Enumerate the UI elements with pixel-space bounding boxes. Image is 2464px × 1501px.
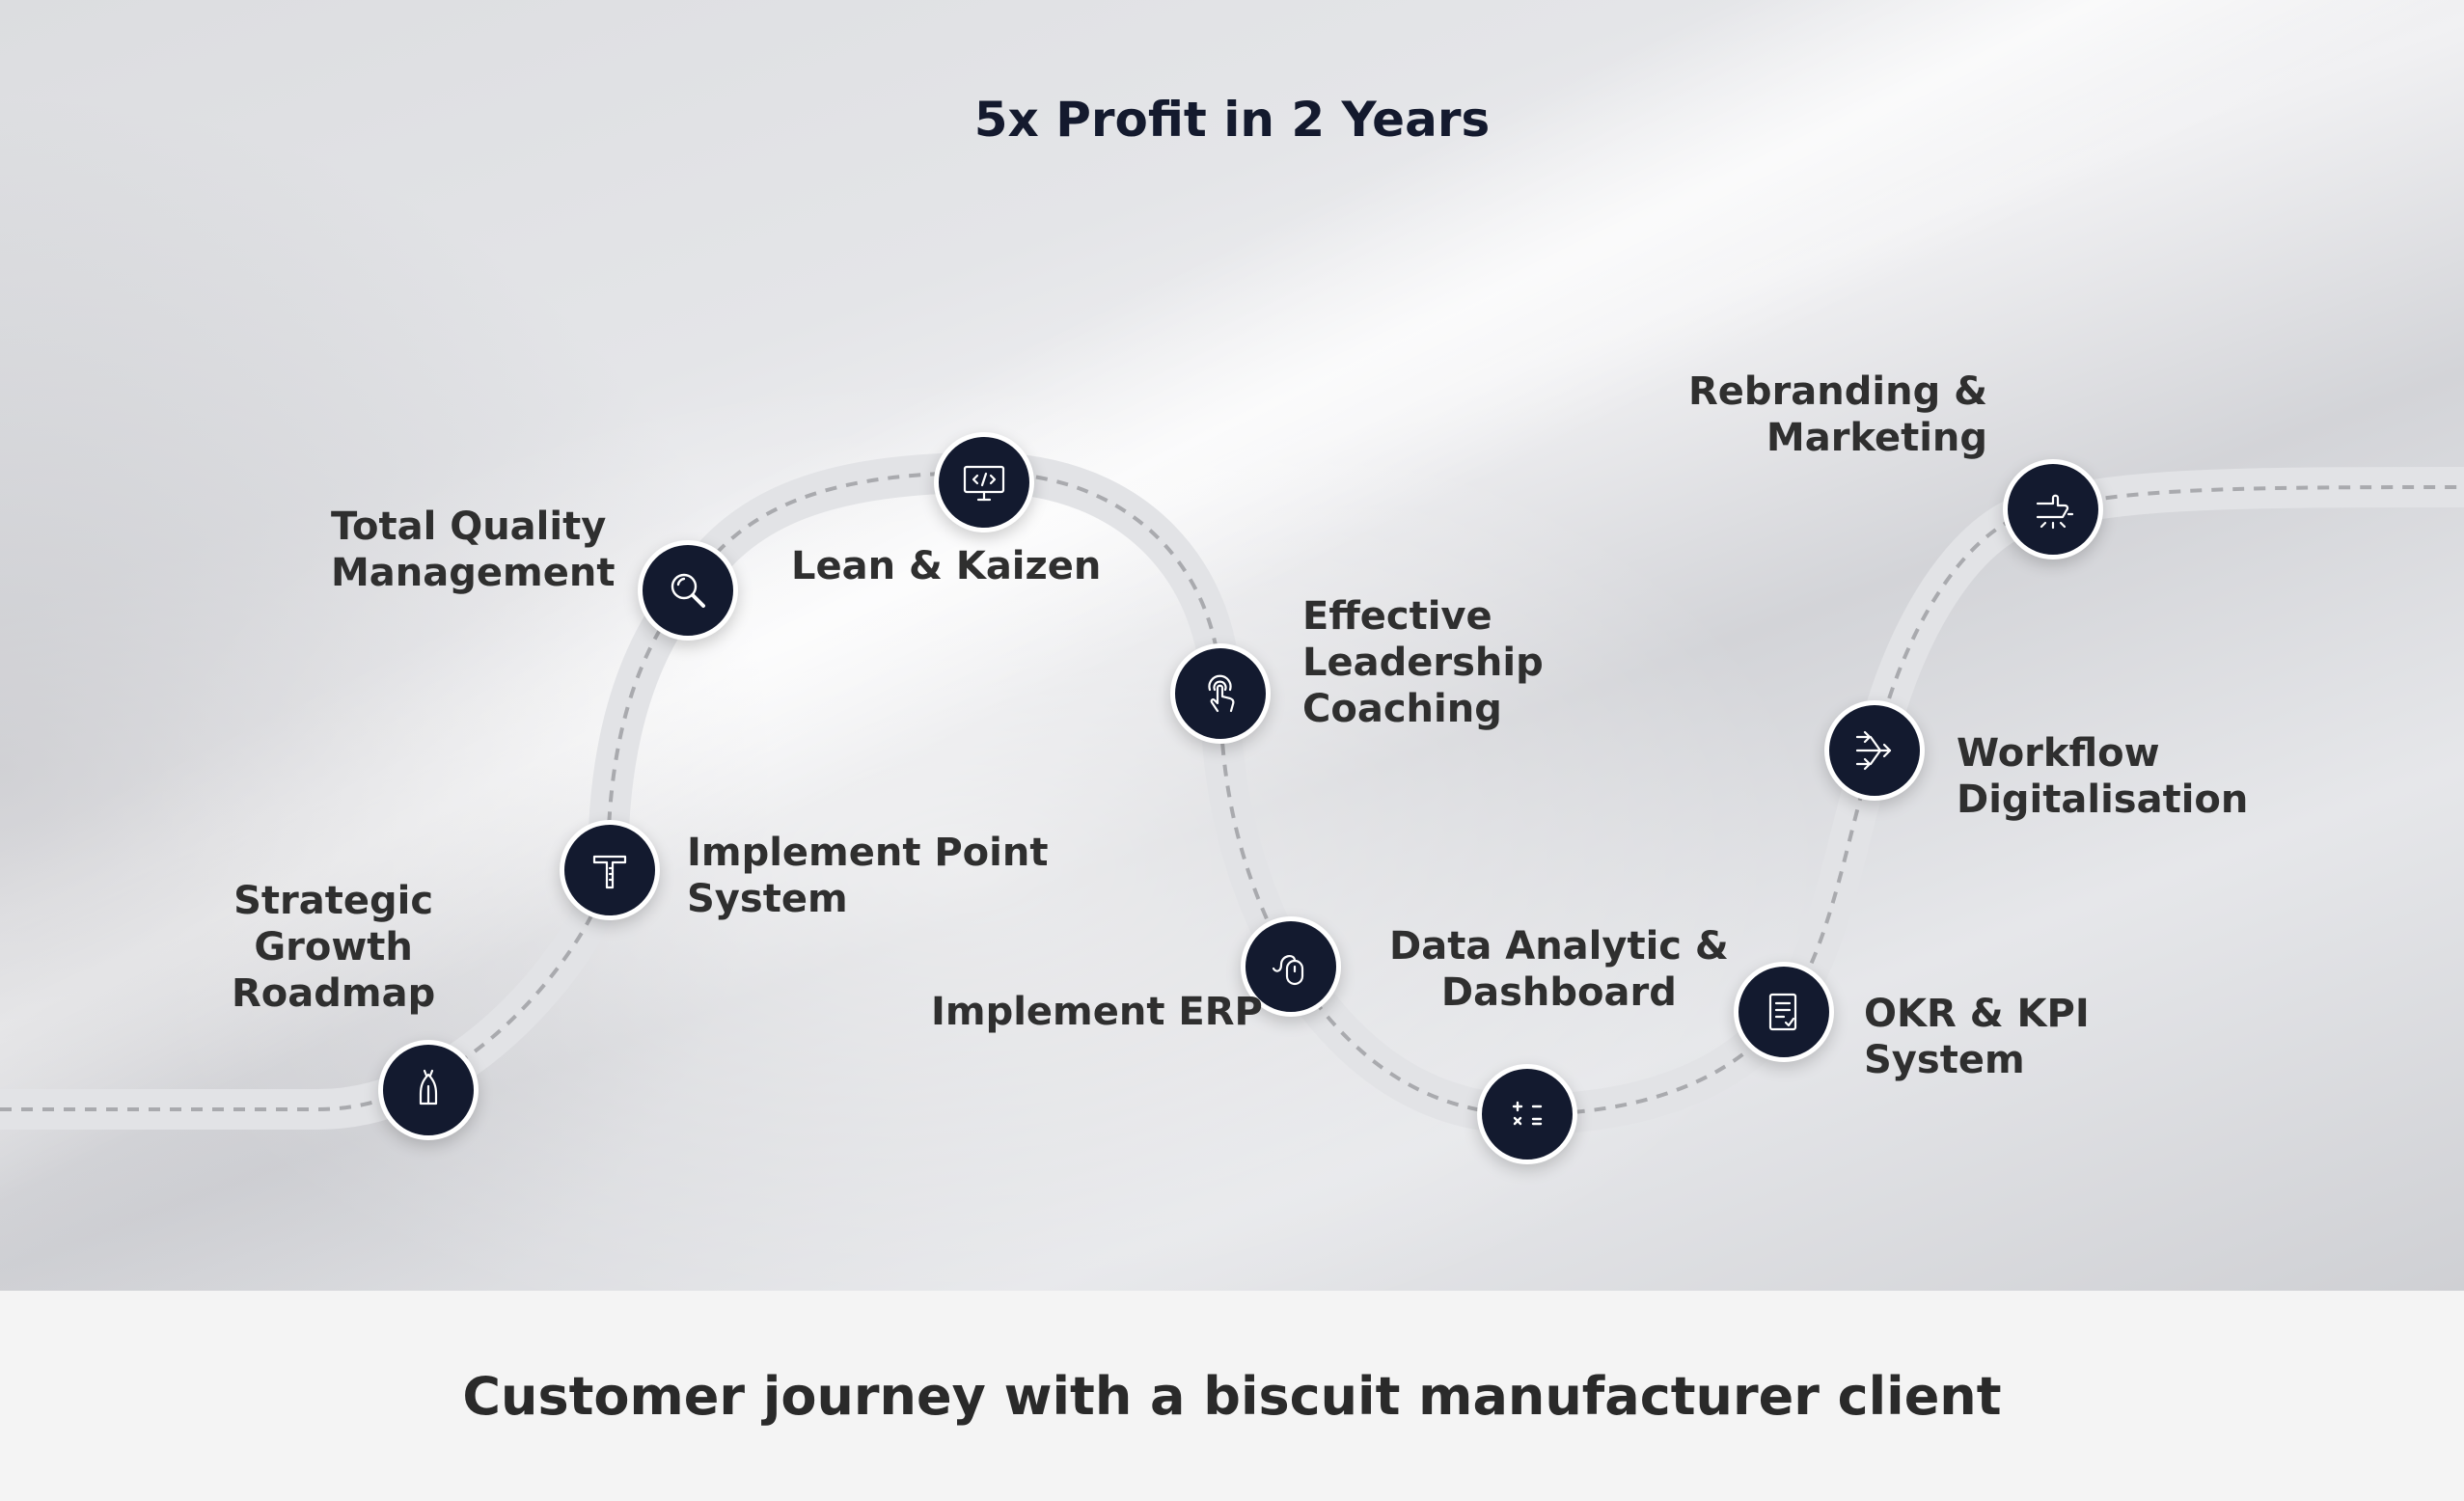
footer-caption: Customer journey with a biscuit manufact… bbox=[462, 1366, 2002, 1427]
label-line: Dashboard bbox=[1440, 970, 1677, 1015]
step-label-okr-kpi-system: OKR & KPI System bbox=[1864, 991, 2090, 1083]
label-line: Marketing bbox=[1766, 416, 1988, 460]
label-line: Growth bbox=[254, 925, 413, 969]
label-line: Roadmap bbox=[232, 971, 436, 1016]
label-line: Management bbox=[331, 551, 616, 595]
step-label-lean-kaizen: Lean & Kaizen bbox=[791, 543, 1101, 589]
calculator-symbols-icon bbox=[1512, 1101, 1543, 1126]
label-line: Total Quality bbox=[331, 505, 607, 549]
label-line: Implement ERP bbox=[931, 990, 1263, 1034]
monitor-code-icon bbox=[963, 465, 1005, 502]
label-line: Coaching bbox=[1302, 687, 1502, 731]
label-line: Data Analytic & bbox=[1389, 924, 1729, 969]
ruler-icon bbox=[592, 855, 627, 889]
step-label-workflow-digitalisation: Workflow Digitalisation bbox=[1957, 730, 2248, 823]
label-line: Lean & Kaizen bbox=[791, 544, 1102, 588]
step-node-effective-leadership-coaching bbox=[1170, 643, 1271, 744]
label-line: System bbox=[687, 877, 848, 921]
step-node-implement-erp bbox=[1241, 916, 1341, 1017]
step-label-effective-leadership-coaching: Effective Leadership Coaching bbox=[1302, 593, 1544, 732]
label-line: Digitalisation bbox=[1957, 778, 2249, 822]
step-node-rebranding-marketing bbox=[2003, 459, 2103, 559]
rocket-icon bbox=[419, 1069, 438, 1105]
step-node-workflow-digitalisation bbox=[1824, 700, 1925, 801]
label-line: Rebranding & bbox=[1688, 369, 1988, 414]
step-label-total-quality-management: Total Quality Management bbox=[331, 504, 615, 596]
label-line: Implement Point bbox=[687, 831, 1049, 875]
mouse-icon bbox=[1272, 955, 1304, 986]
step-node-data-analytic-dashboard bbox=[1477, 1064, 1577, 1164]
step-node-total-quality-management bbox=[638, 540, 738, 641]
label-line: Effective bbox=[1302, 594, 1492, 639]
step-label-implement-erp: Implement ERP bbox=[931, 989, 1263, 1035]
hero-background: 5x Profit in 2 Years Strategic Growth Ro… bbox=[0, 0, 2464, 1291]
step-node-strategic-growth-roadmap bbox=[378, 1040, 479, 1140]
label-line: System bbox=[1864, 1038, 2025, 1082]
step-label-implement-point-system: Implement Point System bbox=[687, 830, 1048, 922]
touch-hand-icon bbox=[1208, 674, 1235, 713]
label-line: OKR & KPI bbox=[1864, 992, 2090, 1036]
headline: 5x Profit in 2 Years bbox=[973, 92, 1491, 148]
megaphone-hand-icon bbox=[2036, 494, 2074, 530]
step-node-lean-kaizen bbox=[934, 432, 1034, 532]
step-label-data-analytic-dashboard: Data Analytic & Dashboard bbox=[1389, 923, 1729, 1016]
magnifier-icon bbox=[671, 573, 705, 608]
workflow-arrows-icon bbox=[1855, 730, 1892, 771]
label-line: Workflow bbox=[1957, 731, 2160, 776]
checklist-icon bbox=[1768, 993, 1797, 1031]
label-line: Strategic bbox=[233, 879, 434, 923]
step-label-rebranding-marketing: Rebranding & Marketing bbox=[1688, 368, 1987, 461]
step-label-strategic-growth-roadmap: Strategic Growth Roadmap bbox=[232, 878, 435, 1017]
step-node-okr-kpi-system bbox=[1734, 962, 1834, 1062]
footer-band: Customer journey with a biscuit manufact… bbox=[0, 1291, 2464, 1501]
step-node-implement-point-system bbox=[560, 820, 660, 920]
label-line: Leadership bbox=[1302, 641, 1544, 685]
